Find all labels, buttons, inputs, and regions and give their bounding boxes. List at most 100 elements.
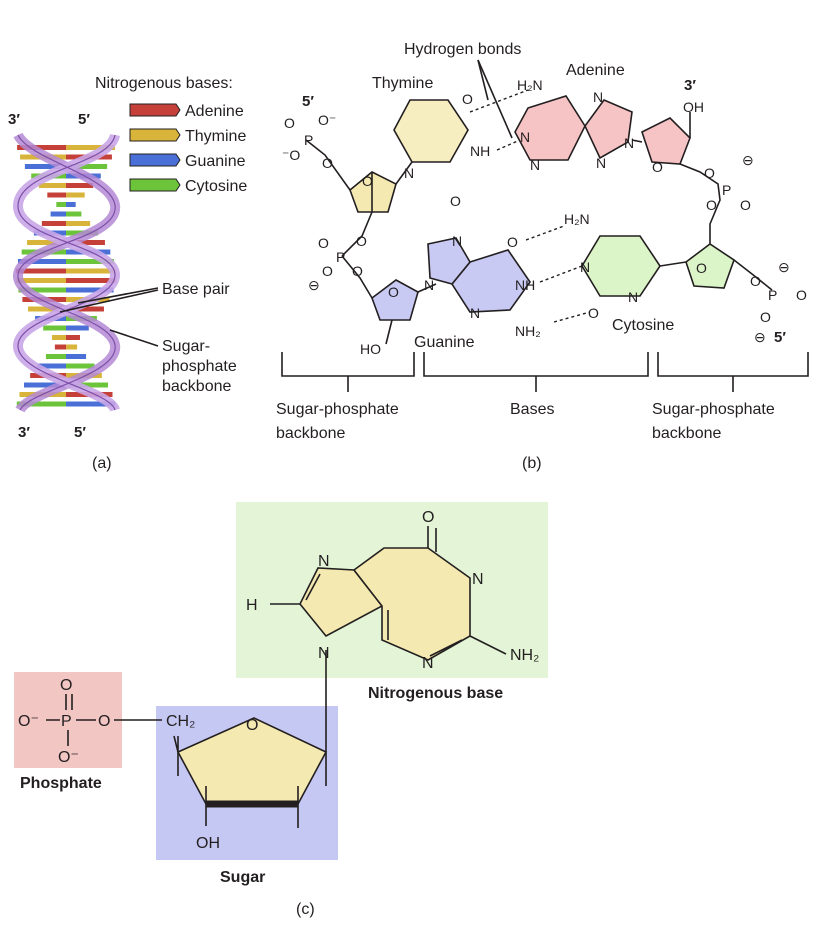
base-rung xyxy=(66,344,78,350)
cytosine-label: Cytosine xyxy=(612,317,674,334)
atom-o: O xyxy=(588,305,599,321)
sugar-label: Sugar xyxy=(220,869,265,886)
base-rung xyxy=(66,202,76,207)
end-label: 5′ xyxy=(774,329,786,346)
atom-n: N xyxy=(580,259,590,275)
caption-b: (b) xyxy=(522,455,542,472)
atom-p: P xyxy=(722,182,731,198)
sugar-adenine xyxy=(641,117,691,165)
legend-swatch xyxy=(129,128,181,142)
atom-o: O xyxy=(422,509,434,526)
base-rung xyxy=(66,325,89,331)
atom-ho: HO xyxy=(360,341,381,357)
atom-n: N xyxy=(472,571,484,588)
base-rung xyxy=(17,145,66,150)
panel-b: Hydrogen bonds Thymine Adenine Guanine C… xyxy=(276,41,809,472)
base-rung xyxy=(18,287,67,293)
base-rung xyxy=(24,164,66,169)
atom-o-minus: O⁻ xyxy=(318,112,336,128)
base-rung xyxy=(37,363,66,369)
atom-n: N xyxy=(593,89,603,105)
caption-c: (c) xyxy=(296,901,315,918)
atom-o: O xyxy=(507,234,518,250)
base-rung xyxy=(17,259,66,264)
base-rung xyxy=(66,354,87,359)
atom-o: O xyxy=(706,197,717,213)
base-rung xyxy=(38,183,66,188)
base-rung xyxy=(66,363,95,369)
base-rung xyxy=(28,306,66,312)
backbone-label-1: Sugar- xyxy=(162,338,210,355)
base-rung xyxy=(52,335,66,340)
base-rung xyxy=(45,354,66,359)
base-rung xyxy=(50,211,66,217)
sugar-bond xyxy=(173,735,327,828)
atom-o: O xyxy=(284,115,295,131)
atom-circled-minus: ⊖ xyxy=(778,259,790,275)
atom-n: N xyxy=(404,165,414,181)
atom-p: P xyxy=(61,713,72,730)
atom-minus-o: ⁻O xyxy=(282,147,300,163)
base-rung xyxy=(54,344,66,350)
atom-n: N xyxy=(530,157,540,173)
hydrogen-bond xyxy=(496,139,521,151)
atom-n: N xyxy=(470,305,480,321)
hydrogen-bonds-pointer xyxy=(477,59,489,101)
hydrogen-bonds-label: Hydrogen bonds xyxy=(404,41,521,58)
atom-h2n: H₂N xyxy=(564,211,590,227)
atom-o: O xyxy=(318,235,329,251)
base-rung xyxy=(47,192,66,198)
atom-circled-minus: ⊖ xyxy=(308,277,320,293)
atom-n: N xyxy=(624,135,634,151)
atom-n: N xyxy=(318,553,330,570)
atom-n: N xyxy=(596,155,606,171)
end-label: 3′ xyxy=(684,77,696,94)
helix-strand-outline xyxy=(17,134,116,411)
base-pair-pointer xyxy=(77,287,159,304)
atom-o: O xyxy=(704,165,715,181)
backbone-label-3: backbone xyxy=(162,378,231,395)
bracket-right-label-2: backbone xyxy=(652,425,721,442)
atom-n: N xyxy=(422,655,434,672)
base-pair-label: Base pair xyxy=(162,281,230,298)
atom-nh: NH xyxy=(470,143,490,159)
atom-o: O xyxy=(322,263,333,279)
base-rung xyxy=(16,268,67,274)
end-label: 3′ xyxy=(8,111,20,128)
atom-ch2: CH₂ xyxy=(166,713,195,730)
legend-label: Cytosine xyxy=(185,178,247,195)
atom-nh2: NH₂ xyxy=(510,647,539,664)
base-pair-pointer xyxy=(59,289,159,313)
sugar-ring xyxy=(176,717,328,805)
atom-o-minus: O⁻ xyxy=(58,749,79,766)
helix-strand-outline xyxy=(17,134,116,411)
atom-p: P xyxy=(304,132,313,148)
hydrogen-bond xyxy=(469,89,529,113)
atom-n: N xyxy=(452,233,462,249)
base-rung xyxy=(66,382,108,388)
atom-o: O xyxy=(98,713,110,730)
base-ring-5 xyxy=(299,567,384,638)
base-rung xyxy=(66,240,105,245)
atom-p: P xyxy=(768,287,777,303)
atom-n: N xyxy=(520,129,530,145)
atom-o-minus: O⁻ xyxy=(18,713,39,730)
atom-n: N xyxy=(318,645,330,662)
end-label: 5′ xyxy=(78,111,90,128)
atom-o: O xyxy=(356,233,367,249)
atom-o: O xyxy=(750,273,761,289)
adenine-ring-5 xyxy=(584,99,633,160)
base-rung xyxy=(66,306,104,312)
bracket-right xyxy=(657,352,809,392)
base-rung xyxy=(16,401,66,407)
base-double-bond xyxy=(305,528,463,657)
phosphate-label: Phosphate xyxy=(20,775,102,792)
sugar-thymine xyxy=(349,171,397,213)
base-rung xyxy=(27,240,67,245)
base-rung xyxy=(66,401,116,407)
atom-o: O xyxy=(60,677,72,694)
atom-o: O xyxy=(450,193,461,209)
atom-nh: NH xyxy=(515,277,535,293)
